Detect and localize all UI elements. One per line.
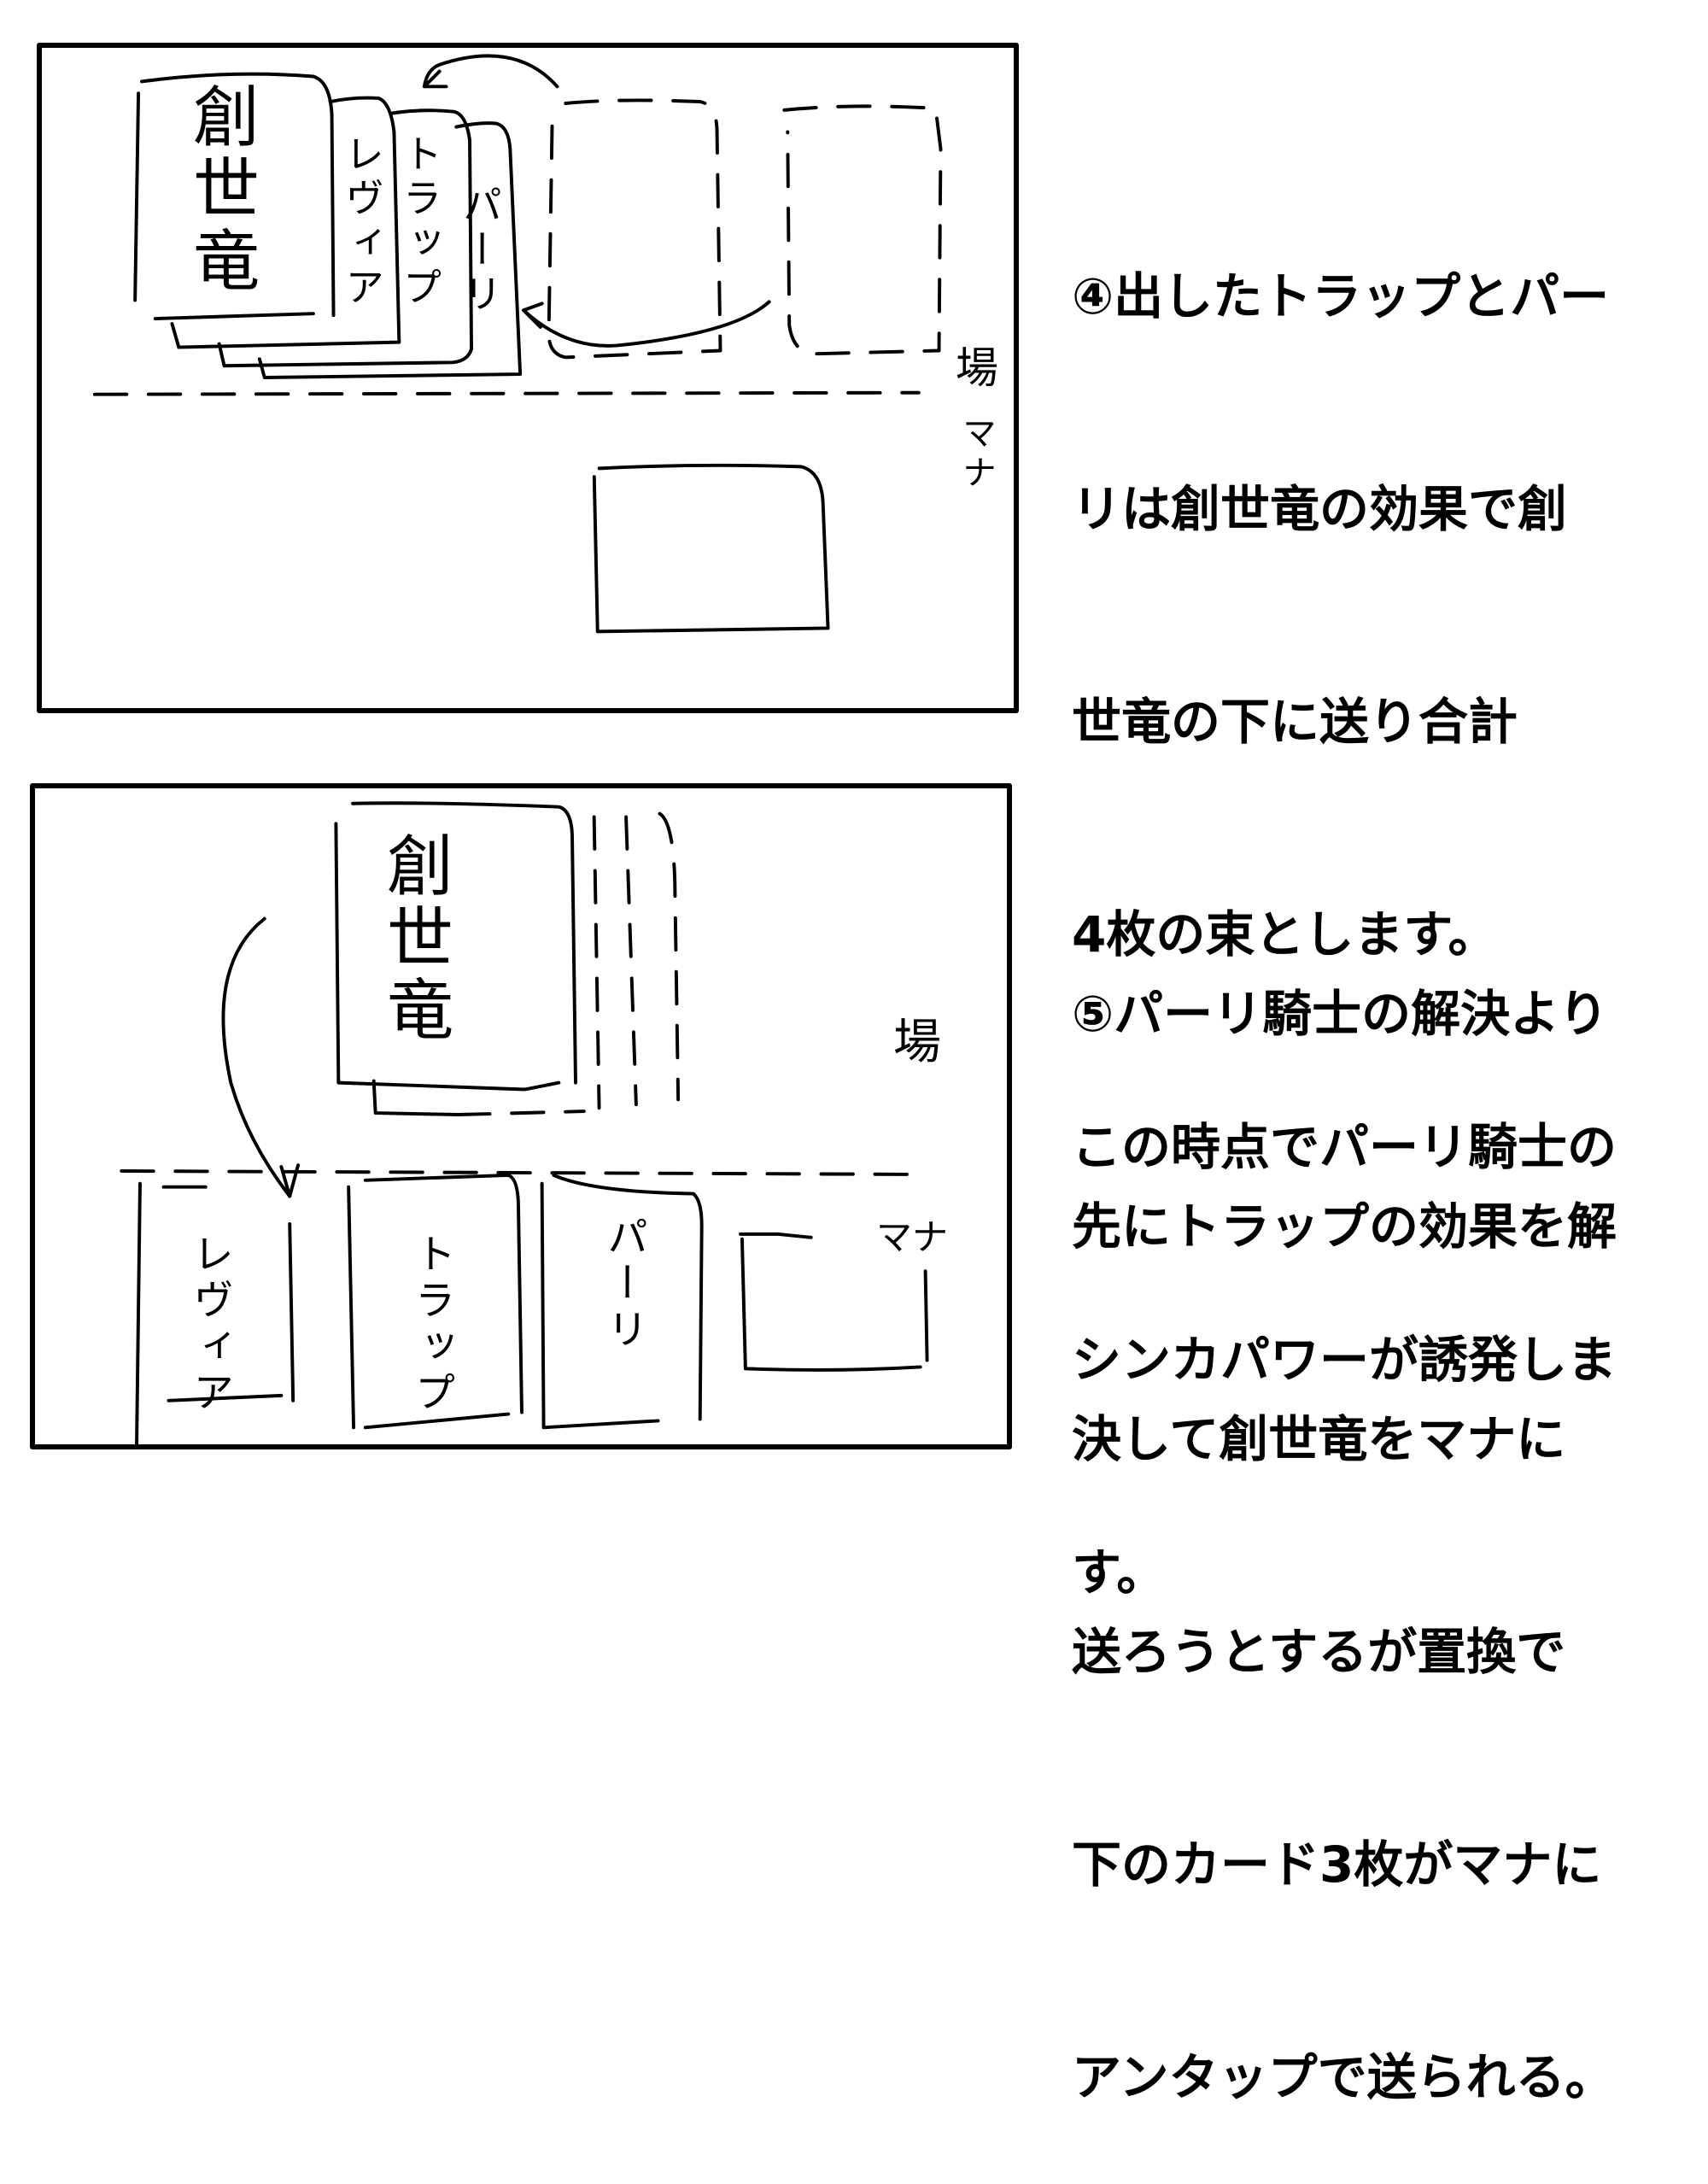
card-label-souseiryu: 創世竜	[182, 82, 259, 297]
card-label-levia: レヴィア	[339, 133, 385, 311]
sketch-step-4	[92, 54, 943, 634]
arrow-to-stack-bottom	[522, 300, 771, 348]
caption-line: ④出したトラップとパー	[1072, 267, 1610, 325]
arrow-to-stack-top	[422, 54, 559, 89]
card-outline-souseiryu	[334, 801, 577, 1092]
caption-step-5: ⑤パーリ騎士の解決より 先にトラップの効果を解 決して創世竜をマナに 送ろうとす…	[1072, 837, 1617, 2184]
caption-line: 4枚の束とします。	[1072, 905, 1498, 963]
panel-step-4: 創世竜 レヴィア トラップ パーリ 場 マナ	[37, 43, 1019, 713]
arrow-down-to-mana	[221, 916, 301, 1198]
mana-card-outline	[592, 463, 830, 634]
caption-line: 送ろうとするが置換で	[1072, 1623, 1566, 1681]
mana-card-trap	[347, 1173, 524, 1430]
card-underlayer	[371, 1079, 460, 1116]
card-outline-levia	[170, 96, 401, 349]
dashed-card-edge-2	[624, 815, 638, 1107]
card-label-souseiryu: 創世竜	[376, 831, 453, 1046]
card-label-trap: トラップ	[397, 133, 443, 311]
sketch-step-5	[120, 801, 929, 1444]
zone-divider-line	[92, 390, 921, 396]
caption-line: シンカパワーが誘発しま	[1072, 1331, 1617, 1389]
caption-line: リは創世竜の効果で創	[1072, 480, 1568, 538]
mana-card-levia	[135, 1181, 295, 1444]
mana-card-pari	[540, 1173, 704, 1430]
dashed-card-edge-3	[658, 811, 681, 1102]
zone-label-field: 場	[893, 1015, 941, 1070]
dashed-card-edge-1	[592, 815, 601, 1110]
caption-line: アンタップで送られる。	[1072, 2048, 1615, 2106]
caption-line: 先にトラップの効果を解	[1072, 1197, 1617, 1256]
dashed-card-2	[782, 104, 943, 356]
card-outline-souseiryu	[133, 72, 336, 321]
mana-card-empty	[739, 1232, 929, 1372]
caption-line: ⑤パーリ騎士の解決より	[1072, 985, 1608, 1043]
card-label-pari: パーリ	[600, 1215, 647, 1354]
caption-line: 決して創世竜をマナに	[1072, 1410, 1566, 1468]
zone-label-field: 場	[956, 343, 998, 393]
card-outline-trap	[217, 108, 473, 368]
card-label-pari: パーリ	[457, 184, 503, 318]
card-label-trap: トラップ	[407, 1233, 455, 1417]
caption-line: この時点でパーリ騎士の	[1072, 1118, 1617, 1176]
card-underlayer-dashed	[456, 1110, 586, 1116]
zone-label-mana: マナ	[956, 415, 996, 494]
dashed-card-1	[547, 98, 722, 360]
zone-label-mana: マナ	[876, 1216, 949, 1258]
card-label-levia: レヴィア	[185, 1233, 233, 1417]
caption-step-4: ④出したトラップとパー リは創世竜の効果で創 世竜の下に送り合計 4枚の束としま…	[1072, 120, 1617, 1679]
caption-line: 世竜の下に送り合計	[1072, 693, 1518, 751]
caption-line: 下のカード3枚がマナに	[1072, 1836, 1602, 1894]
card-outline-pari	[257, 121, 523, 379]
panel-step-5: 創世竜 レヴィア トラップ パーリ 場 マナ	[30, 783, 1012, 1449]
zone-divider-line	[120, 1169, 914, 1176]
